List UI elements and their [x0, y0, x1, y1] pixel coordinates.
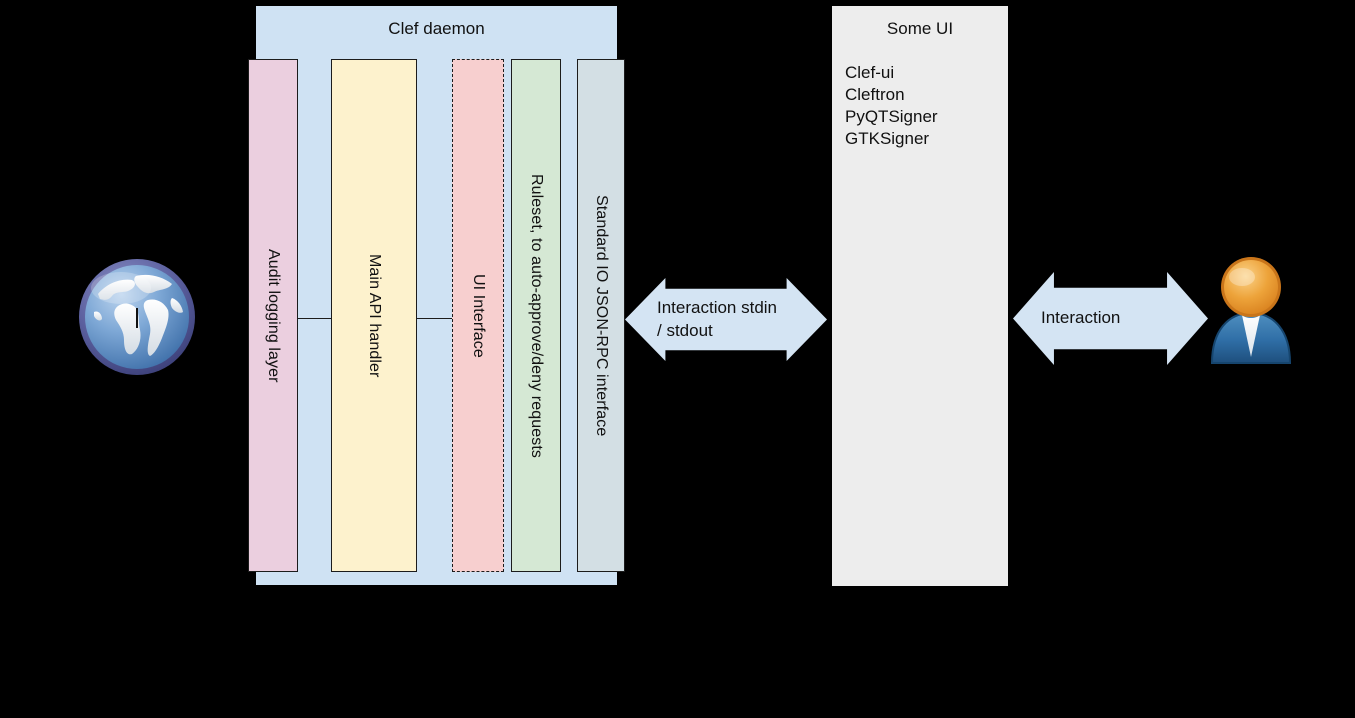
- connector-audit-to-api: [297, 318, 332, 319]
- clef-daemon-container: [256, 6, 617, 585]
- lane-ui-interface[interactable]: UI Interface: [452, 59, 504, 572]
- list-item: Cleftron: [845, 85, 905, 104]
- connector-api-to-ui: [416, 318, 453, 319]
- arrow-interaction-stdio: [625, 278, 827, 361]
- lane-audit-logging-layer[interactable]: Audit logging layer: [248, 59, 298, 572]
- some-ui-panel: [832, 6, 1008, 586]
- list-item: PyQTSigner: [845, 107, 938, 126]
- arrow-label-stdio: Interaction stdin / stdout: [657, 298, 778, 340]
- some-ui-list: Clef-ui Cleftron PyQTSigner GTKSigner: [845, 62, 938, 150]
- some-ui-title: Some UI: [886, 19, 954, 38]
- lane-main-api-handler[interactable]: Main API handler: [331, 59, 417, 572]
- lane-label-audit: Audit logging layer: [265, 248, 282, 383]
- list-item: GTKSigner: [845, 129, 930, 148]
- user-icon: [1210, 257, 1292, 364]
- lane-label-rpc: Standard IO JSON-RPC interface: [593, 194, 610, 437]
- lane-label-ruleset: Ruleset, to auto-approve/deny requests: [528, 173, 545, 458]
- list-item: Clef-ui: [845, 63, 895, 82]
- clef-daemon-title: Clef daemon: [388, 19, 485, 38]
- arrow-label-interaction: Interaction: [1041, 308, 1121, 327]
- lane-label-api: Main API handler: [366, 253, 383, 378]
- lane-label-ui-interface: UI Interface: [470, 273, 487, 358]
- globe-icon: [79, 259, 195, 375]
- lane-ruleset[interactable]: Ruleset, to auto-approve/deny requests: [511, 59, 561, 572]
- lane-standard-io-json-rpc-interface[interactable]: Standard IO JSON-RPC interface: [577, 59, 625, 572]
